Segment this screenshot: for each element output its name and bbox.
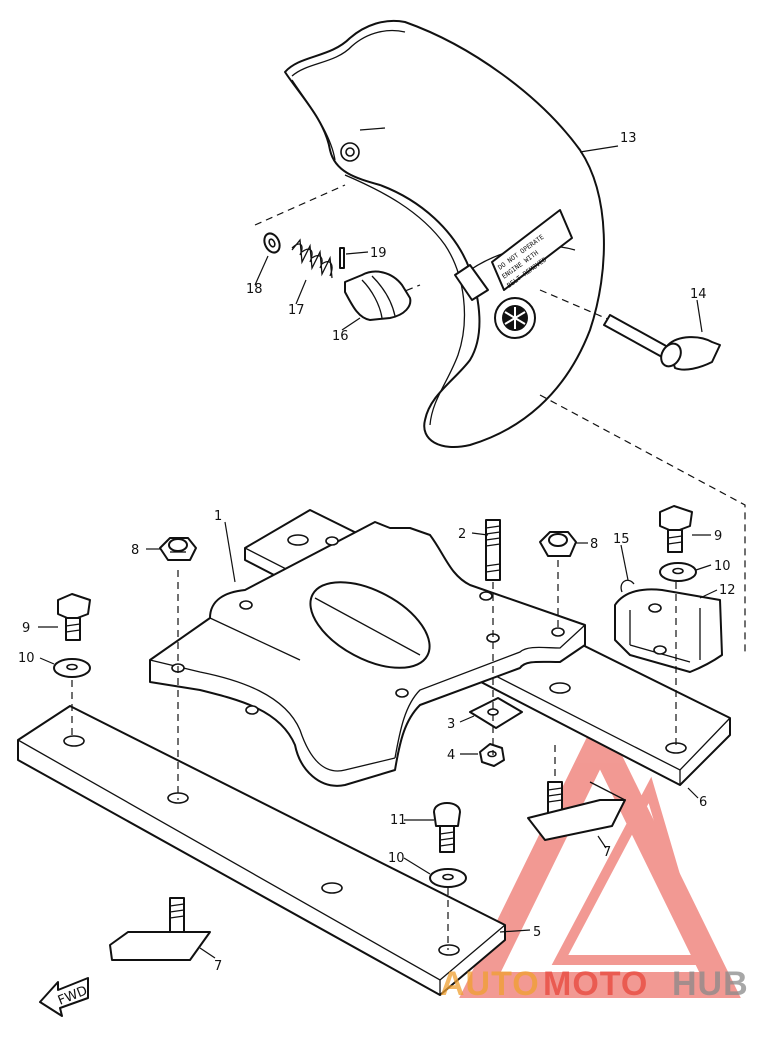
clip-15 xyxy=(620,579,635,593)
callout-1: 1 xyxy=(214,509,222,524)
callout-18: 18 xyxy=(246,282,263,297)
callout-10-right: 10 xyxy=(714,559,731,574)
callout-17: 17 xyxy=(288,303,305,318)
leader-lines xyxy=(38,145,718,959)
nut-4 xyxy=(479,743,505,767)
spring-17 xyxy=(291,238,333,279)
callout-7-left: 7 xyxy=(214,959,222,974)
plate-3 xyxy=(469,697,523,729)
watermark-text: AUTO MOTO HUB xyxy=(440,965,749,1003)
callout-6: 6 xyxy=(699,795,707,810)
callout-13: 13 xyxy=(620,131,637,146)
washer-10-center xyxy=(429,868,467,888)
bolt-11 xyxy=(433,802,461,853)
brand-emblem xyxy=(494,297,536,339)
base-plate-5 xyxy=(17,705,506,996)
fwd-arrow: FWD xyxy=(39,977,90,1017)
stud-2 xyxy=(485,519,501,581)
alignment-line-bracket xyxy=(539,394,746,655)
engine-mount-plate-1 xyxy=(149,521,586,787)
callout-11: 11 xyxy=(390,813,407,828)
hinge-pin-14 xyxy=(603,314,721,371)
knob-16 xyxy=(344,270,412,321)
callout-8-right: 8 xyxy=(590,537,598,552)
callout-10-center: 10 xyxy=(388,851,405,866)
callout-16: 16 xyxy=(332,329,349,344)
washer-18 xyxy=(263,232,281,254)
watermark-moto: MOTO xyxy=(543,965,648,1003)
alignment-line-knob xyxy=(254,184,346,226)
callout-9-right: 9 xyxy=(714,529,722,544)
callout-9-left: 9 xyxy=(22,621,30,636)
callout-12: 12 xyxy=(719,583,736,598)
fwd-label: FWD xyxy=(56,983,90,1008)
callout-10-left: 10 xyxy=(18,651,35,666)
callout-19: 19 xyxy=(370,246,387,261)
callout-8-left: 8 xyxy=(131,543,139,558)
cap-nut-8-left xyxy=(159,537,197,561)
callout-4: 4 xyxy=(447,748,455,763)
callout-15: 15 xyxy=(613,532,630,547)
pin-19 xyxy=(339,247,345,269)
callout-3: 3 xyxy=(447,717,455,732)
callout-labels: 1 2 3 4 5 6 7 7 8 8 9 9 10 10 10 11 12 1… xyxy=(18,131,736,974)
cap-nut-8-right xyxy=(539,531,577,557)
washer-10-left xyxy=(53,658,91,678)
callout-7-right: 7 xyxy=(603,845,611,860)
alignment-line-pin xyxy=(539,289,611,321)
bolt-9-right xyxy=(659,505,693,553)
callout-2: 2 xyxy=(458,527,466,542)
watermark-hub: HUB xyxy=(672,965,749,1003)
bracket-12 xyxy=(614,588,723,673)
watermark-auto: AUTO xyxy=(440,965,540,1003)
washer-10-right xyxy=(659,562,697,582)
belt-guard-cover: DO NOT OPERATE ENGINE WITH BELT REMOVED xyxy=(284,19,605,448)
t-bolt-7-left xyxy=(109,897,211,961)
t-bolt-7-right xyxy=(527,781,626,841)
watermark-logo xyxy=(459,710,741,998)
bolt-9-left xyxy=(57,593,91,641)
callout-5: 5 xyxy=(533,925,541,940)
callout-14: 14 xyxy=(690,287,707,302)
